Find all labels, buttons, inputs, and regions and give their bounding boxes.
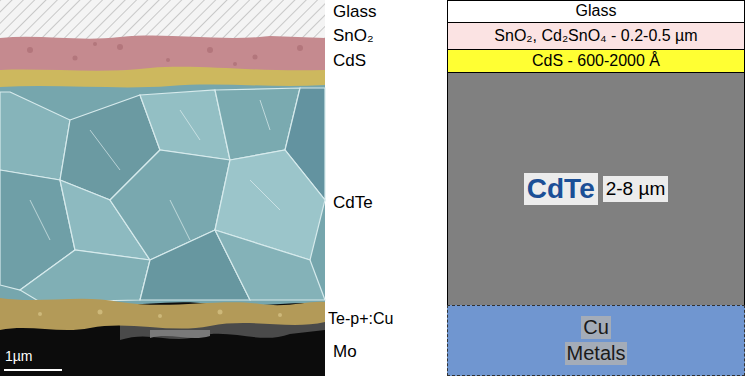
layer-label: 2-8 µm — [603, 176, 669, 202]
tco-layer-box: SnO₂, Cd₂SnO₄ - 0.2-0.5 µm — [447, 22, 745, 50]
sem-layers — [0, 0, 325, 376]
texture-shape — [166, 58, 170, 62]
te-cu-texture — [38, 310, 282, 319]
texture-shape — [250, 180, 280, 210]
cdte-grains — [0, 88, 325, 302]
layer-name: Glass — [333, 2, 376, 22]
texture-shape — [0, 92, 70, 180]
cdte-facets — [30, 100, 280, 240]
texture-shape — [38, 312, 42, 316]
layer-name: Te-p+:Cu — [328, 310, 393, 328]
texture-shape — [218, 310, 223, 315]
glass-layer-box: Glass — [447, 0, 745, 23]
texture-shape — [93, 42, 97, 46]
layer-label: Metals — [565, 342, 628, 365]
cds-layer-box: CdS - 600-2000 Å — [447, 49, 745, 73]
contact-layer-box: CuMetals — [447, 305, 745, 376]
texture-shape — [233, 62, 237, 66]
mo-surface — [150, 330, 210, 338]
texture-shape — [180, 110, 200, 140]
texture-shape — [158, 314, 162, 318]
scale-label: 1µm — [5, 348, 33, 364]
texture-shape — [73, 56, 78, 61]
layer-name: CdS — [333, 51, 366, 71]
cdte-layer — [0, 85, 325, 306]
layer-label: SnO₂, Cd₂SnO₄ - 0.2-0.5 µm — [494, 27, 697, 45]
texture-shape — [27, 47, 33, 53]
texture-shape — [170, 200, 190, 240]
cdte-layer-box: CdTe2-8 µm — [447, 72, 745, 306]
layer-name: SnO₂ — [333, 26, 374, 46]
texture-shape — [278, 313, 282, 317]
sno2-texture — [27, 42, 303, 66]
layer-label: CdS - 600-2000 Å — [532, 52, 660, 70]
texture-shape — [215, 230, 325, 300]
scale-bar — [4, 369, 62, 371]
texture-shape — [253, 55, 258, 60]
texture-shape — [90, 130, 120, 170]
layer-label: Glass — [576, 2, 617, 20]
layer-name: Mo — [333, 342, 357, 362]
texture-shape — [140, 90, 230, 160]
texture-shape — [20, 250, 150, 302]
texture-shape — [98, 310, 103, 315]
layer-label: CdTe — [524, 173, 598, 205]
texture-shape — [297, 45, 303, 51]
te-cu-layer — [0, 298, 325, 330]
texture-shape — [207, 47, 213, 53]
texture-shape — [260, 100, 270, 130]
layer-label: Cu — [581, 316, 611, 339]
texture-shape — [30, 200, 50, 240]
layer-name: CdTe — [333, 193, 373, 213]
texture-shape — [117, 44, 123, 50]
